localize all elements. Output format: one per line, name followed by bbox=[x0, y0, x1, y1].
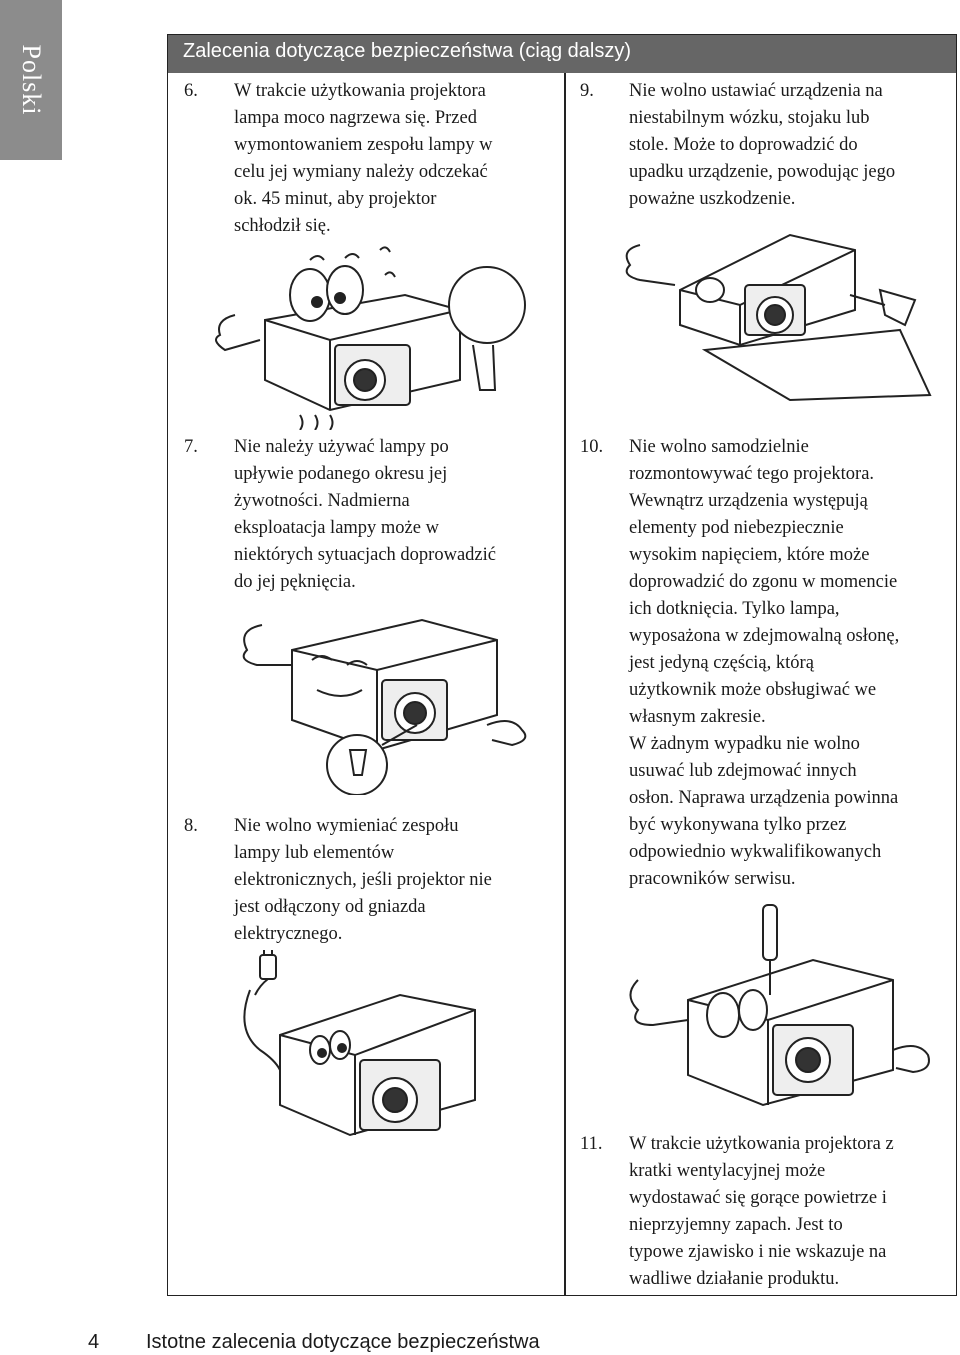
language-tab: Polski bbox=[0, 0, 62, 160]
projector-falling-illustration bbox=[625, 233, 932, 402]
safety-item-9: 9. Nie wolno ustawiać urządzenia na nies… bbox=[580, 78, 950, 218]
safety-item-11: 11. W trakcie użytkowania projektora z k… bbox=[580, 1131, 950, 1296]
safety-item-6: 6. W trakcie użytkowania projektora lamp… bbox=[184, 78, 554, 243]
section-title: Zalecenia dotyczące bezpieczeństwa (ciąg… bbox=[183, 40, 631, 62]
projector-fan-illustration bbox=[215, 246, 526, 430]
projector-screwdriver-illustration bbox=[629, 904, 930, 1107]
safety-item-7: 7. Nie należy używać lampy po upływie po… bbox=[184, 434, 554, 599]
item-number: 11. bbox=[580, 1134, 603, 1154]
item-text: W trakcie użytkowania projektora lampa m… bbox=[234, 81, 493, 236]
content-frame: Zalecenia dotyczące bezpieczeństwa (ciąg… bbox=[167, 34, 957, 1296]
language-tab-label: Polski bbox=[17, 44, 46, 116]
item-number: 10. bbox=[580, 437, 604, 457]
footer-title: Istotne zalecenia dotyczące bezpieczeńst… bbox=[146, 1331, 540, 1353]
item-text: W trakcie użytkowania projektora z kratk… bbox=[629, 1134, 894, 1289]
item-number: 6. bbox=[184, 81, 198, 101]
item-text: Nie wolno wymieniać zespołu lampy lub el… bbox=[234, 816, 492, 944]
page-number: 4 bbox=[88, 1331, 100, 1353]
safety-item-10: 10. Nie wolno samodzielnie rozmontowywać… bbox=[580, 434, 950, 899]
item-text: Nie należy używać lampy po upływie podan… bbox=[234, 437, 496, 592]
projector-lamp-illustration bbox=[242, 618, 527, 795]
item-number: 7. bbox=[184, 437, 198, 457]
safety-item-8: 8. Nie wolno wymieniać zespołu lampy lub… bbox=[184, 813, 554, 953]
item-text: Nie wolno samodzielnie rozmontowywać teg… bbox=[629, 437, 900, 889]
item-text: Nie wolno ustawiać urządzenia na niestab… bbox=[629, 81, 896, 209]
column-divider bbox=[564, 73, 566, 1295]
projector-plug-illustration bbox=[243, 950, 476, 1137]
item-number: 8. bbox=[184, 816, 198, 836]
section-header: Zalecenia dotyczące bezpieczeństwa (ciąg… bbox=[168, 35, 956, 73]
item-number: 9. bbox=[580, 81, 594, 101]
